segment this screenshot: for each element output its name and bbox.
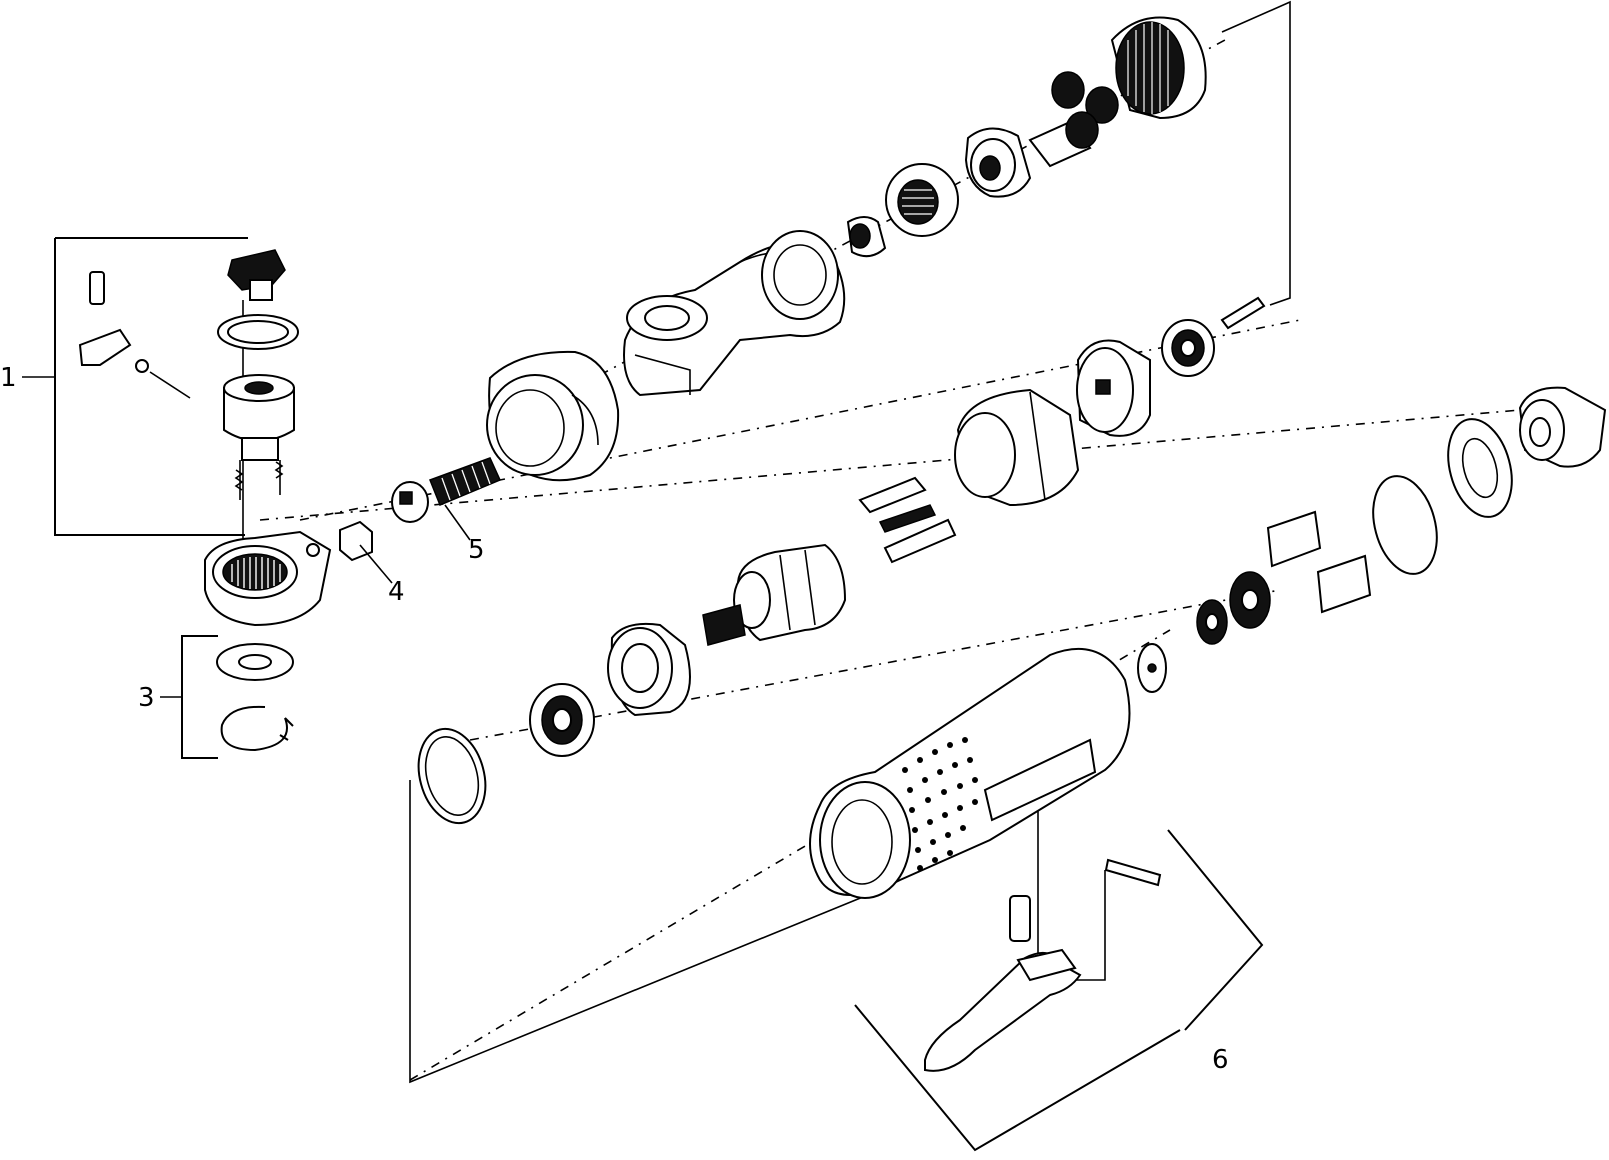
inlet-parts — [1137, 386, 1607, 693]
callout-3: 3 — [138, 683, 155, 713]
motor-housing — [809, 647, 1131, 899]
callout-4: 4 — [388, 577, 405, 607]
callout-1: 1 — [0, 363, 17, 393]
callout-5: 5 — [468, 535, 485, 565]
ratchet-head — [204, 530, 332, 627]
middle-row-motor — [417, 319, 1215, 825]
callout-labels: 1 3 4 5 6 — [0, 363, 1229, 1075]
group-1-reverse-assembly — [22, 237, 299, 536]
callout-6: 6 — [1212, 1045, 1229, 1075]
group-3-retainer — [160, 635, 294, 759]
part-5-spring — [391, 457, 502, 541]
top-row-housing — [486, 16, 1266, 482]
assembly-axis-lines — [242, 0, 1521, 1084]
part-4-pawl — [339, 520, 393, 584]
group-6-throttle — [854, 829, 1264, 1152]
